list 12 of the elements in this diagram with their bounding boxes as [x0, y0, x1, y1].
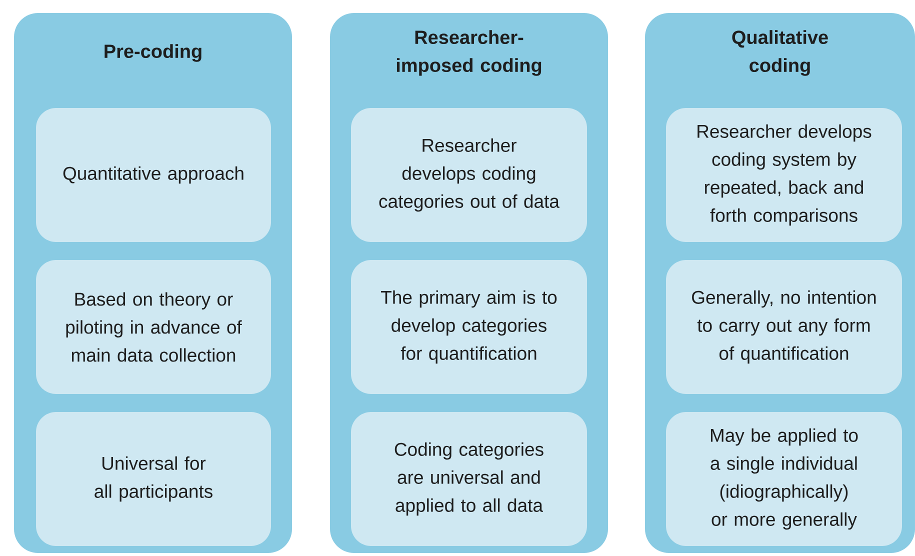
text-box: Coding categories are universal and applied to all data — [351, 412, 587, 546]
column-heading: Qualitative coding — [732, 30, 828, 76]
text-box: Universal for all participants — [36, 412, 271, 546]
text-box: Based on theory or piloting in advance of main data collection — [36, 260, 271, 394]
text-box: Quantitative approach — [36, 108, 271, 242]
text-box: Generally, no intention to carry out any form of quantification — [666, 260, 902, 394]
column-heading: Pre-coding — [104, 44, 202, 62]
text-box: May be applied to a single individual (idiographically) or more generally — [666, 412, 902, 546]
text-box: Researcher develops coding system by repeated, back and forth comparisons — [666, 108, 902, 242]
column-heading: Researcher-imposed coding — [396, 30, 542, 76]
text-box: Researcher develops coding categories out of data — [351, 108, 587, 242]
text-box: The primary aim is to develop categories for quantification — [351, 260, 587, 394]
